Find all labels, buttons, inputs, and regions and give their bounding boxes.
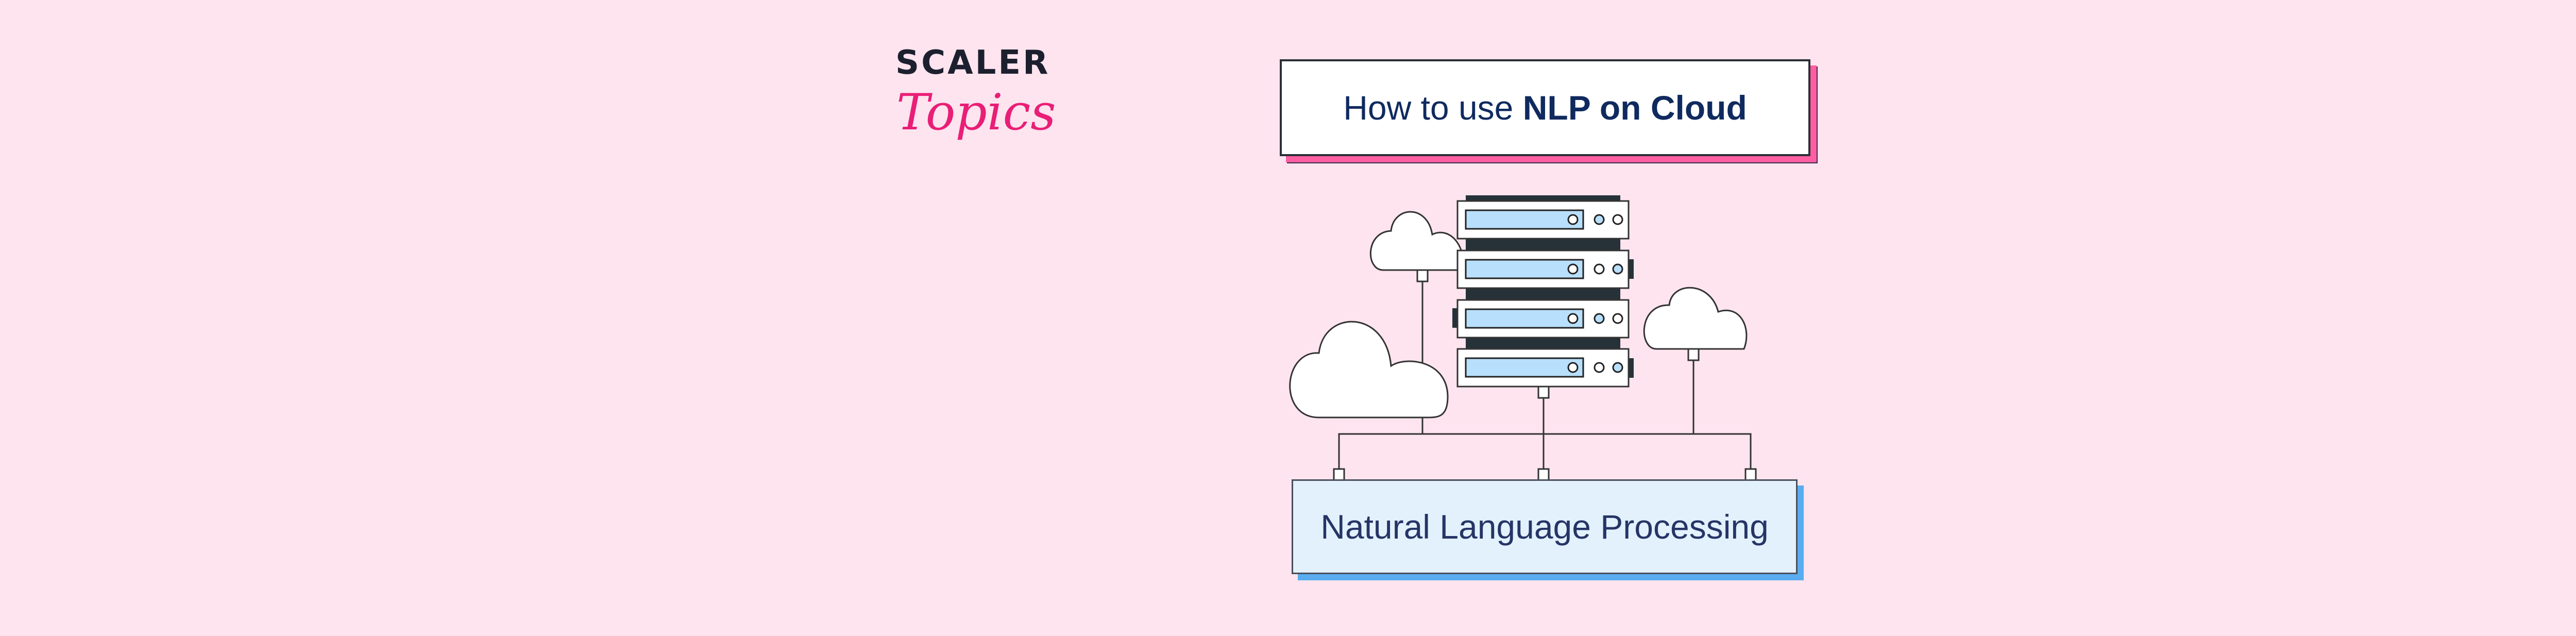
server-rack xyxy=(1452,195,1634,399)
nlp-box: Natural Language Processing xyxy=(1292,479,1798,574)
connector-node xyxy=(1416,269,1429,282)
server-unit xyxy=(1456,348,1634,388)
logo-topics: Topics xyxy=(896,83,1056,141)
server-unit xyxy=(1456,249,1634,289)
connector-node xyxy=(1537,386,1550,399)
logo-scaler: SCALER xyxy=(895,44,1050,82)
cloud-large-left xyxy=(1289,321,1449,419)
page-title: How to use NLP on Cloud xyxy=(1280,59,1810,156)
title-prefix: How to use xyxy=(1343,89,1523,127)
server-unit xyxy=(1452,299,1630,339)
cloud-right xyxy=(1643,287,1748,361)
connector-node xyxy=(1687,348,1700,361)
cloud-top-left xyxy=(1369,211,1464,282)
nlp-connector-nodes xyxy=(1333,468,1757,481)
server-unit xyxy=(1456,200,1630,240)
title-emphasis: NLP on Cloud xyxy=(1522,89,1747,127)
